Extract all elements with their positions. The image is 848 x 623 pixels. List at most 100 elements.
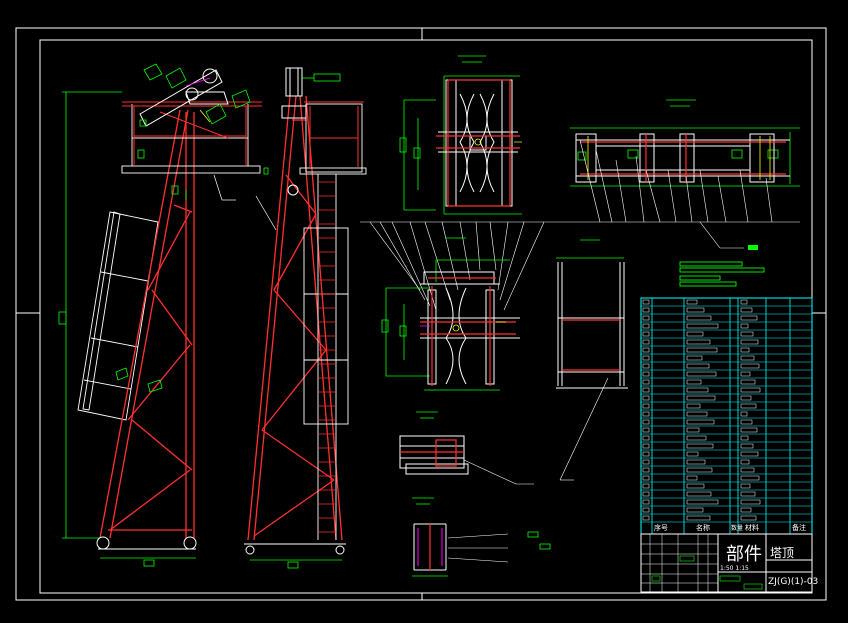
- table-cell-mark: [686, 395, 716, 401]
- table-cell-mark: [740, 411, 748, 417]
- table-cell-mark: [686, 459, 706, 465]
- table-cell-mark: [642, 403, 650, 409]
- table-cell-mark: [642, 347, 650, 353]
- left-top-railing: [122, 101, 262, 166]
- table-cell-mark: [686, 323, 719, 329]
- table-cell-mark: [740, 331, 754, 337]
- table-cell-mark: [740, 315, 758, 321]
- table-cell-mark: [642, 435, 650, 441]
- title-part-label: 部件: [726, 544, 762, 565]
- table-cell-mark: [642, 515, 650, 521]
- table-cell-mark: [740, 323, 749, 329]
- table-cell-mark: [642, 363, 650, 369]
- left-bottom-dimension: [100, 185, 196, 567]
- cage-ladder: [303, 174, 349, 540]
- section-b-shaft-view: [570, 99, 800, 187]
- table-header-row: 序号 名称 数量 材料 备注: [654, 523, 806, 532]
- header-no: 序号: [654, 523, 668, 532]
- table-cell-mark: [740, 363, 760, 369]
- table-cell-mark: [740, 395, 752, 401]
- table-cell-mark: [686, 507, 704, 513]
- table-cell-mark: [740, 299, 748, 305]
- section-c-pulley-view: [381, 237, 520, 391]
- table-cell-mark: [642, 339, 650, 345]
- overall-height-dimension: [58, 91, 122, 539]
- table-cell-mark: [642, 395, 650, 401]
- callout-markers: [748, 245, 758, 250]
- table-cell-mark: [642, 379, 650, 385]
- table-cell-mark: [686, 499, 719, 505]
- table-cell-mark: [642, 483, 650, 489]
- table-cell-mark: [740, 491, 756, 497]
- table-cell-mark: [686, 515, 711, 521]
- title-drawing-no: ZJ(G)(1)-03: [768, 577, 818, 587]
- table-cell-mark: [642, 475, 650, 481]
- side-dimensions: [250, 73, 342, 569]
- table-cell-mark: [686, 347, 718, 353]
- section-a-pulley-view: [399, 55, 522, 215]
- side-truss: [247, 95, 343, 541]
- parts-list-table: 序号 名称 数量 材料 备注: [640, 297, 813, 535]
- table-cell-mark: [686, 403, 701, 409]
- table-cell-mark: [642, 467, 650, 473]
- table-cell-mark: [642, 459, 650, 465]
- table-cell-mark: [740, 427, 758, 433]
- table-cell-mark: [642, 299, 650, 305]
- title-name-label: 塔顶: [770, 546, 794, 560]
- table-cell-mark: [740, 499, 761, 505]
- table-cell-mark: [642, 307, 650, 313]
- table-cell-mark: [740, 507, 752, 513]
- table-cell-mark: [740, 355, 755, 361]
- table-cell-mark: [642, 419, 650, 425]
- side-base: [244, 543, 346, 555]
- table-cell-mark: [642, 499, 650, 505]
- table-cell-mark: [642, 315, 650, 321]
- table-cell-mark: [740, 459, 750, 465]
- technical-notes: [679, 261, 765, 287]
- table-cell-mark: [642, 355, 650, 361]
- left-head-labels: [137, 63, 251, 159]
- table-cell-mark: [686, 371, 717, 377]
- table-cell-mark: [740, 451, 759, 457]
- header-remark: 备注: [792, 523, 806, 532]
- guard-frame-view: [556, 239, 628, 481]
- title-block: 部件 塔顶 1:50 1:15 ZJ(G)(1)-03: [640, 533, 818, 593]
- table-cell-mark: [686, 363, 710, 369]
- table-cell-mark: [686, 299, 698, 305]
- table-cell-mark: [740, 467, 755, 473]
- table-cell-mark: [686, 379, 702, 385]
- table-cell-mark: [740, 419, 753, 425]
- table-cell-mark: [642, 451, 650, 457]
- table-cell-mark: [740, 475, 760, 481]
- table-cell-mark: [686, 315, 712, 321]
- table-cell-mark: [740, 435, 749, 441]
- table-cell-mark: [686, 467, 713, 473]
- table-cell-mark: [642, 411, 650, 417]
- table-cell-mark: [740, 515, 757, 521]
- table-cell-mark: [686, 427, 700, 433]
- left-tower-view: [58, 63, 262, 567]
- header-name: 名称: [696, 523, 710, 532]
- table-cell-mark: [686, 435, 707, 441]
- section-e-channel-view: [412, 497, 551, 577]
- table-cell-mark: [740, 403, 757, 409]
- table-cell-mark: [642, 507, 650, 513]
- table-cell-mark: [740, 387, 761, 393]
- table-cell-mark: [740, 443, 754, 449]
- table-cell-mark: [686, 411, 708, 417]
- table-cell-mark: [642, 427, 650, 433]
- table-cell-mark: [686, 451, 699, 457]
- table-cell-mark: [686, 475, 698, 481]
- table-cell-mark: [642, 443, 650, 449]
- table-cell-mark: [686, 483, 705, 489]
- inclined-truss: [99, 109, 195, 539]
- table-cell-mark: [686, 339, 711, 345]
- inclined-ladder-panel: [77, 211, 159, 421]
- section-d-box-view: [399, 411, 534, 485]
- table-cell-mark: [740, 339, 759, 345]
- side-top-railing: [304, 101, 364, 168]
- ladder-rungs: [318, 181, 336, 533]
- table-cell-mark: [740, 371, 751, 377]
- table-cell-mark: [686, 419, 715, 425]
